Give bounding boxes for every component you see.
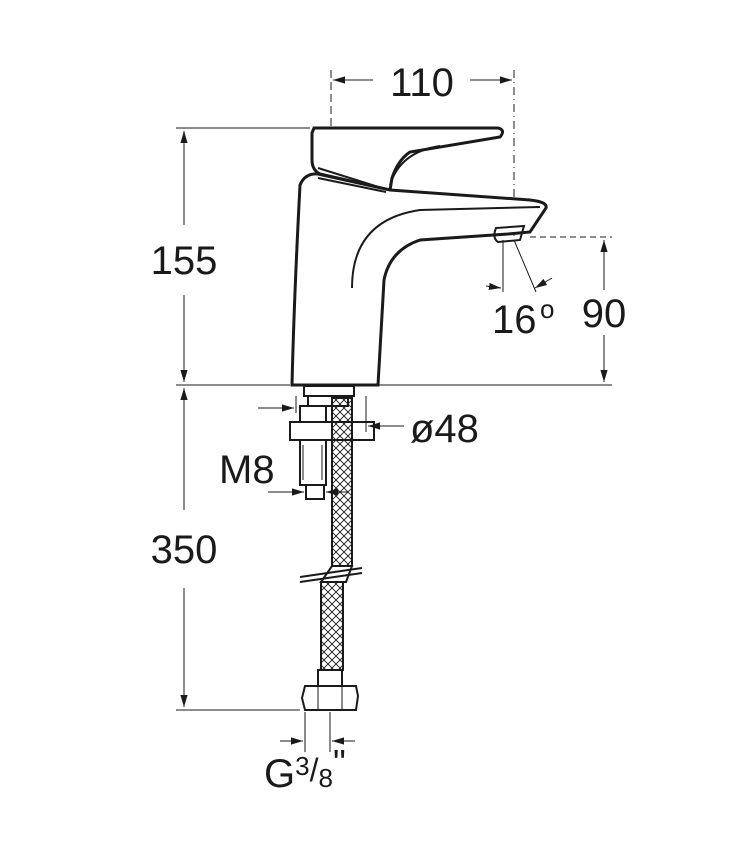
dim-48-label: ø48: [410, 407, 479, 451]
dim-155-label: 155: [151, 239, 218, 283]
dim-m8-label: M8: [219, 448, 275, 492]
dimension-height-350: 350: [151, 388, 300, 711]
dimension-height-155: 155: [151, 127, 310, 386]
flexible-hose: [299, 397, 363, 711]
lever-handle: [310, 126, 505, 192]
faucet-body: [290, 172, 548, 387]
dimension-height-90: 90: [375, 236, 627, 386]
dimension-angle-16: 16 o: [485, 239, 554, 342]
dim-angle-degree: o: [540, 294, 554, 324]
dimension-thread-m8: M8: [219, 448, 348, 496]
dimension-diameter-48: ø48: [258, 396, 479, 451]
dim-110-label: 110: [390, 61, 454, 105]
dimension-connection-g38: G3/8": [264, 712, 355, 796]
dim-angle-label: 16: [492, 298, 537, 342]
dim-350-label: 350: [151, 528, 218, 572]
dim-connection-label: G3/8": [264, 742, 346, 796]
dim-90-label: 90: [582, 292, 627, 336]
